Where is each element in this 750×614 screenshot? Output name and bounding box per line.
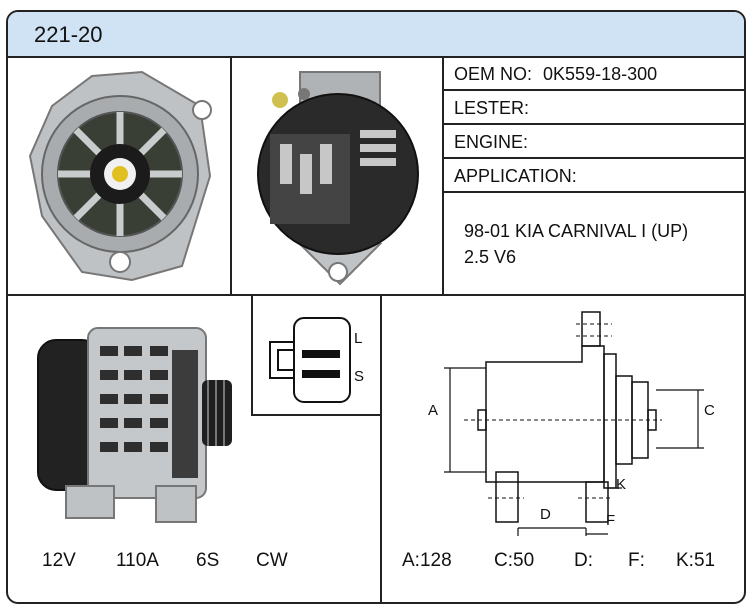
dim-label-a: A — [428, 402, 439, 419]
oem-row: OEM NO: 0K559-18-300 — [444, 58, 744, 91]
divider — [8, 294, 744, 296]
lester-label: LESTER: — [454, 98, 530, 118]
oem-label: OEM NO: — [454, 64, 533, 84]
alternator-front-photo — [28, 70, 212, 282]
divider — [251, 414, 382, 416]
dimension-drawing — [444, 311, 704, 536]
dimension-f: F: — [628, 550, 645, 571]
groove-count: 6S — [196, 550, 220, 571]
application-line: 98-01 KIA CARNIVAL I (UP) — [464, 221, 689, 241]
part-number-title: 221-20 — [34, 22, 103, 47]
dim-label-k: K — [616, 476, 627, 493]
divider — [442, 56, 444, 294]
application-line: 2.5 V6 — [464, 247, 517, 267]
alternator-side-photo — [37, 327, 232, 523]
rotation: CW — [256, 550, 288, 571]
dimension-a: A:128 — [402, 550, 452, 571]
amperage: 110A — [116, 550, 159, 571]
dimension-k: K:51 — [676, 550, 716, 571]
voltage: 12V — [42, 550, 76, 571]
product-spec-sheet: 221-20 OEM NO: 0K559-18-300 LESTER: ENGI… — [6, 10, 746, 604]
engine-row: ENGINE: — [444, 126, 744, 159]
lester-row: LESTER: — [444, 92, 744, 125]
dimension-d: D: — [574, 550, 593, 571]
application-text: 98-01 KIA CARNIVAL I (UP) 2.5 V6 — [464, 218, 688, 270]
oem-value: 0K559-18-300 — [543, 64, 658, 84]
dim-label-d: D — [540, 506, 551, 523]
dim-label-f: F — [606, 512, 616, 529]
application-label: APPLICATION: — [454, 166, 577, 186]
engine-label: ENGINE: — [454, 132, 529, 152]
divider — [230, 56, 232, 294]
dimension-c: C:50 — [494, 550, 535, 571]
connector-plug-diagram — [269, 317, 351, 403]
connector-pin-l: L — [354, 330, 363, 347]
application-row: APPLICATION: — [444, 160, 744, 193]
alternator-rear-photo — [257, 71, 419, 286]
connector-pin-s: S — [354, 368, 365, 385]
dim-label-c: C — [704, 402, 715, 419]
divider — [251, 296, 253, 416]
header-bar: 221-20 — [8, 12, 744, 58]
divider — [380, 296, 382, 602]
